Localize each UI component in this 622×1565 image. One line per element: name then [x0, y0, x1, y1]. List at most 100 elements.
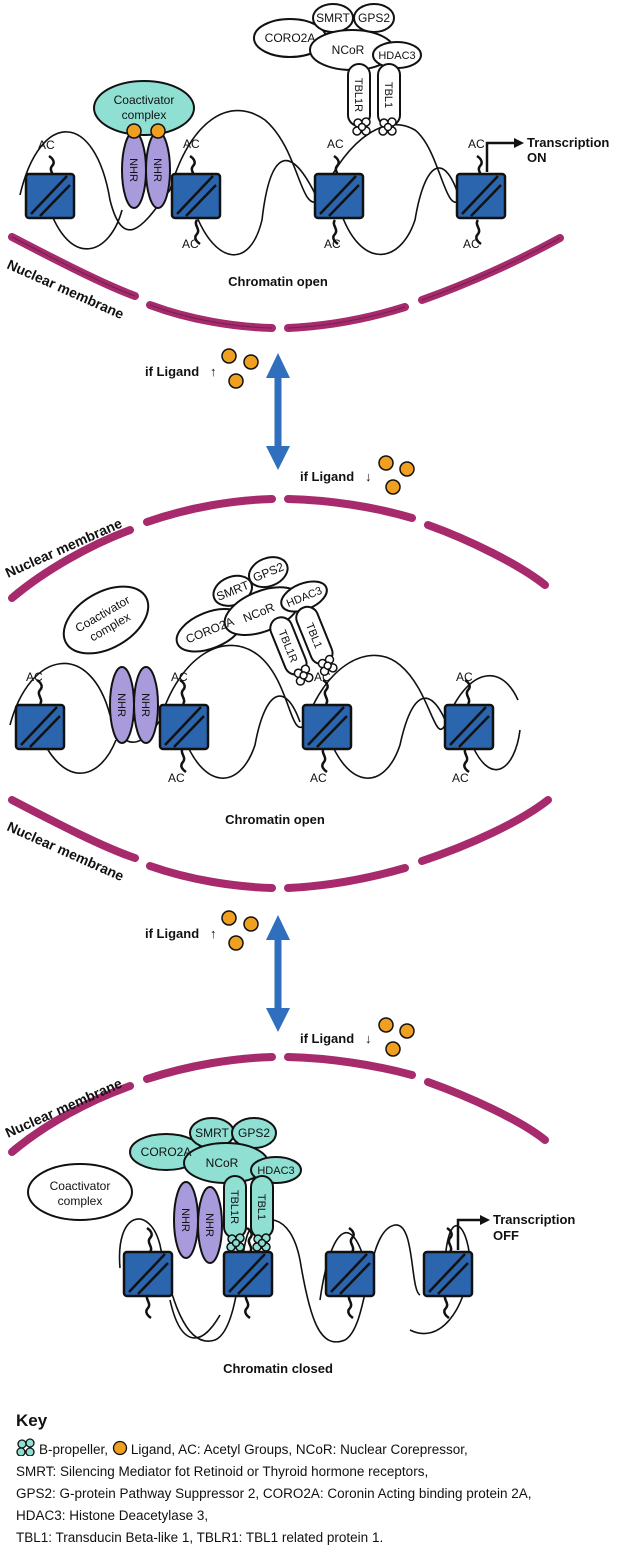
ac-label: AC — [168, 771, 185, 785]
ligand — [228, 935, 244, 951]
ac-label: AC — [182, 237, 199, 251]
nhr-label: NHR — [115, 693, 127, 717]
b-propeller-icon — [16, 1438, 35, 1456]
ac-label: AC — [452, 771, 469, 785]
gps2-label: GPS2 — [358, 11, 390, 25]
ligand — [385, 1041, 401, 1057]
nucleosome — [14, 703, 66, 751]
tbl1-label: TBL1 — [382, 82, 394, 108]
up-arrow: ↑ — [210, 364, 217, 379]
key-legend: Key B-propeller, Ligand, AC: Acetyl Grou… — [16, 1410, 616, 1549]
ligand — [243, 354, 259, 370]
nuclear-membrane-label: Nuclear membrane — [3, 1075, 125, 1141]
chromatin-status: Chromatin closed — [223, 1361, 333, 1376]
ac-label: AC — [26, 670, 43, 684]
smrt-label: SMRT — [316, 11, 350, 25]
tbl1r-label: TBL1R — [352, 78, 364, 112]
ligand — [221, 910, 237, 926]
transcription-label: Transcription — [527, 135, 609, 150]
nhr-label: NHR — [139, 693, 151, 717]
chromatin-status: Chromatin open — [228, 274, 328, 289]
corepressor-complex: CORO2A SMRT GPS2 NCoR HDAC3 TBL1R TBL1 — [253, 3, 422, 136]
transition-2: if Ligand ↑ if Ligand ↓ — [145, 910, 415, 1057]
panel-bottom: Nuclear membrane Transcription OFF Coact… — [3, 1053, 575, 1376]
nucleosome — [222, 1250, 274, 1298]
gps2-label: GPS2 — [238, 1126, 270, 1140]
ligand — [378, 455, 394, 471]
nuclear-membrane-label: Nuclear membrane — [3, 515, 125, 581]
transcription-label: Transcription — [493, 1212, 575, 1227]
key-ligand: Ligand, — [130, 1442, 176, 1457]
nucleosome — [443, 703, 495, 751]
ligand — [221, 348, 237, 364]
ncor-label: NCoR — [206, 1156, 239, 1170]
nucleosome — [158, 703, 210, 751]
ac-label: AC — [310, 771, 327, 785]
nuclear-membrane — [8, 233, 564, 332]
nhr-label: NHR — [179, 1208, 191, 1232]
coactivator-label: Coactivator — [50, 1179, 111, 1193]
ac-label: AC — [38, 138, 55, 152]
ligand — [150, 123, 166, 139]
key-abbrev: AC: Acetyl Groups, NCoR: Nuclear Corepre… — [178, 1442, 468, 1457]
coactivator-label: complex — [58, 1194, 103, 1208]
dna-strand — [19, 109, 461, 231]
corepressor-complex: CORO2A SMRT GPS2 NCoR HDAC3 TBL1R TBL1 — [175, 556, 339, 687]
nhr-label: NHR — [127, 158, 139, 182]
smrt-label: SMRT — [195, 1126, 229, 1140]
ac-label: AC — [183, 137, 200, 151]
ac-label: AC — [463, 237, 480, 251]
ac-label: AC — [327, 137, 344, 151]
nuclear-receptor-diagram: AC AC AC AC AC AC AC Transcription ON Co… — [3, 3, 609, 1376]
transition-1: if Ligand ↑ if Ligand ↓ — [145, 348, 415, 495]
key-b-propeller: B-propeller, — [39, 1442, 109, 1457]
down-arrow: ↓ — [365, 1031, 372, 1046]
chromatin-status: Chromatin open — [225, 812, 325, 827]
if-ligand-label: if Ligand — [145, 364, 199, 379]
key-line: TBL1: Transducin Beta-like 1, TBLR1: TBL… — [16, 1530, 384, 1545]
if-ligand-label: if Ligand — [300, 469, 354, 484]
tbl1-label: TBL1 — [255, 1194, 267, 1220]
nucleosome — [324, 1250, 376, 1298]
nucleosome — [313, 172, 365, 220]
ligand — [126, 123, 142, 139]
nucleosome — [455, 172, 507, 220]
transcription-state: OFF — [493, 1228, 519, 1243]
ligand — [378, 1017, 394, 1033]
ac-label: AC — [456, 670, 473, 684]
ligand — [399, 461, 415, 477]
coactivator-label: complex — [122, 108, 167, 122]
nucleosome — [301, 703, 353, 751]
nhr-label: NHR — [151, 158, 163, 182]
key-line: B-propeller, Ligand, AC: Acetyl Groups, … — [16, 1438, 616, 1461]
ac-label: AC — [468, 137, 485, 151]
ligand-icon — [112, 1440, 127, 1456]
coro2a-label: CORO2A — [265, 31, 316, 45]
nucleosome — [422, 1250, 474, 1298]
nucleosome — [122, 1250, 174, 1298]
tbl1r-label: TBL1R — [228, 1190, 240, 1224]
if-ligand-label: if Ligand — [300, 1031, 354, 1046]
hdac3-label: HDAC3 — [257, 1165, 294, 1177]
transcription-state: ON — [527, 150, 547, 165]
ac-label: AC — [324, 237, 341, 251]
ligand — [385, 479, 401, 495]
nhr-label: NHR — [203, 1213, 215, 1237]
ligand — [399, 1023, 415, 1039]
if-ligand-label: if Ligand — [145, 926, 199, 941]
up-arrow: ↑ — [210, 926, 217, 941]
coro2a-label: CORO2A — [141, 1145, 192, 1159]
nucleosome — [170, 172, 222, 220]
key-line: GPS2: G-protein Pathway Suppressor 2, CO… — [16, 1486, 532, 1501]
ligand — [243, 916, 259, 932]
nucleosome — [24, 172, 76, 220]
corepressor-complex: CORO2A SMRT GPS2 NCoR HDAC3 TBL1R TBL1 — [129, 1117, 302, 1252]
ligand — [228, 373, 244, 389]
hdac3-label: HDAC3 — [378, 50, 415, 62]
key-title: Key — [16, 1411, 48, 1430]
coactivator-label: Coactivator — [114, 93, 175, 107]
key-line: SMRT: Silencing Mediator fot Retinoid or… — [16, 1464, 429, 1479]
panel-top: AC AC AC AC AC AC AC Transcription ON Co… — [5, 3, 609, 332]
down-arrow: ↓ — [365, 469, 372, 484]
key-line: HDAC3: Histone Deacetylase 3, — [16, 1508, 209, 1523]
